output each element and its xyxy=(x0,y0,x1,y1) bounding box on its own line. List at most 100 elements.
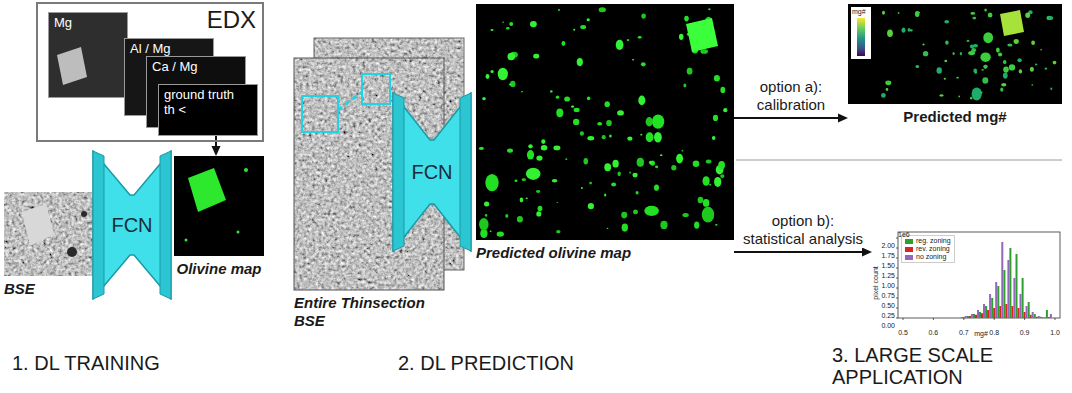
histogram-bar xyxy=(989,294,991,318)
olivine-grain xyxy=(676,154,683,164)
histogram-bar xyxy=(1005,304,1007,318)
olivine-grain xyxy=(509,83,512,85)
olivine-grain xyxy=(944,60,947,62)
olivine-grain xyxy=(1053,61,1057,65)
olivine-grain xyxy=(599,7,606,12)
olivine-grain xyxy=(565,158,567,160)
fcn-face xyxy=(393,93,404,251)
olivine-grain xyxy=(632,59,634,60)
histogram-bar xyxy=(991,298,993,318)
olivine-grain xyxy=(541,145,548,150)
olivine-grain xyxy=(577,58,583,66)
olivine-grain xyxy=(649,161,652,165)
olivine-grain xyxy=(703,176,710,186)
olivine-grain xyxy=(902,28,906,33)
olivine-grain xyxy=(244,168,248,172)
olivine-grain xyxy=(923,51,928,56)
histogram-bar xyxy=(971,314,973,318)
histogram-bar xyxy=(1024,312,1026,318)
olivine-grain xyxy=(682,150,684,152)
olivine-grain xyxy=(971,48,976,52)
olivine-grain xyxy=(605,101,610,107)
olivine-grain xyxy=(703,199,710,207)
olivine-grain xyxy=(609,134,612,137)
image-panel: mg#Predicted mg# xyxy=(848,4,1062,126)
olivine-grain xyxy=(526,198,528,200)
olivine-grain xyxy=(627,39,630,41)
olivine-grain xyxy=(972,87,982,100)
olivine-grain xyxy=(479,147,484,150)
axis-tick: 1.00 xyxy=(881,282,895,290)
histogram-bar xyxy=(1016,254,1018,318)
olivine-grain xyxy=(552,179,558,182)
olivine-grain xyxy=(584,158,589,164)
olivine-grain xyxy=(491,29,494,31)
edx-map-tile: ground truth th < xyxy=(158,84,258,136)
label-holder: 1e6 xyxy=(898,223,910,241)
olivine-grain xyxy=(693,160,700,167)
olivine-grain xyxy=(882,11,885,15)
label-holder: 0.9 xyxy=(1020,321,1030,339)
histogram-bar xyxy=(983,304,985,318)
olivine-grain xyxy=(556,202,558,203)
edge-label: option b): statistical analysis xyxy=(741,212,865,248)
histogram-bar xyxy=(1020,294,1022,318)
olivine-grain xyxy=(498,68,508,80)
olivine-grain xyxy=(702,207,714,223)
olivine-grain xyxy=(708,8,710,10)
section-title: 3. LARGE SCALE APPLICATION xyxy=(832,344,1042,388)
histogram-bar xyxy=(1018,308,1020,318)
olivine-grain xyxy=(604,194,606,197)
olivine-grain xyxy=(646,132,654,142)
olivine-grain xyxy=(556,108,563,117)
olivine-grain xyxy=(556,230,560,233)
fcn-network: FCN xyxy=(92,150,172,300)
label-holder: 0.8 xyxy=(989,321,999,339)
tick xyxy=(896,268,898,269)
olivine-grain xyxy=(885,80,891,85)
olivine-grain xyxy=(922,43,924,45)
olivine-grain xyxy=(982,77,988,83)
histogram-bar xyxy=(981,313,983,318)
olivine-grain xyxy=(958,96,960,98)
olivine-grain xyxy=(526,168,541,180)
olivine-grain xyxy=(898,12,900,14)
olivine-grain xyxy=(915,11,920,17)
olivine-grain xyxy=(618,171,621,176)
node-label: mg# xyxy=(852,8,866,16)
olivine-grain xyxy=(589,182,592,185)
olivine-grain xyxy=(698,197,704,204)
olivine-grain xyxy=(587,18,590,21)
image-caption: Olivine map xyxy=(174,260,264,278)
fcn-face xyxy=(460,93,471,251)
olivine-crystal xyxy=(1000,10,1024,36)
image-caption: Entire Thinsection BSE xyxy=(294,294,444,330)
olivine-grain xyxy=(960,52,962,55)
olivine-grain xyxy=(1035,63,1037,65)
histogram-bar xyxy=(965,316,967,318)
olivine-grain xyxy=(706,160,712,164)
histogram-bar xyxy=(1030,315,1032,318)
olivine-crystal xyxy=(686,18,718,52)
olivine-grain xyxy=(533,54,539,59)
histogram-bar xyxy=(967,316,969,318)
histogram-bars xyxy=(961,242,1052,318)
histogram-bar xyxy=(1038,316,1040,318)
tick xyxy=(896,238,898,239)
label-holder: 0.5 xyxy=(898,321,908,339)
olivine-grain xyxy=(640,134,642,136)
olivine-grain xyxy=(714,75,720,81)
olivine-grain xyxy=(1014,39,1019,44)
node-label: FCN xyxy=(411,161,452,184)
olivine-grain xyxy=(1007,44,1012,47)
olivine-grain xyxy=(637,158,644,167)
olivine-grain xyxy=(587,96,590,100)
olivine-grain xyxy=(1048,16,1053,20)
olivine-grain xyxy=(606,120,612,126)
fcn-body xyxy=(93,151,171,299)
histogram-bar xyxy=(1036,317,1038,318)
tick xyxy=(896,318,898,319)
axis-tick: 1.75 xyxy=(881,252,895,260)
olivine-grain xyxy=(983,65,987,69)
olivine-grain xyxy=(1040,49,1042,51)
